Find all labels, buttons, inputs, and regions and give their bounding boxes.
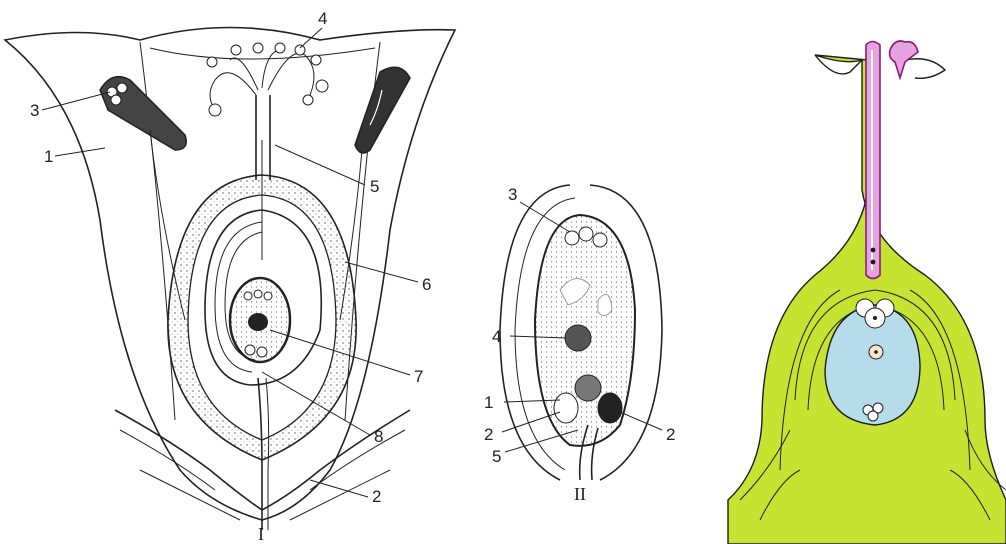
figure-1-label-5: 5 xyxy=(370,177,379,196)
figure-2-panel-label: II xyxy=(574,484,586,504)
figure-1-label-1: 1 xyxy=(44,147,53,166)
figure-2-label-2-left: 2 xyxy=(484,425,493,444)
figure-2-label-2-right: 2 xyxy=(666,425,675,444)
figure-1-label-7: 7 xyxy=(414,367,423,386)
style xyxy=(256,95,270,180)
figure-1-panel-label: I xyxy=(258,524,264,544)
figure-2-label-5: 5 xyxy=(492,447,501,466)
figure-1-label-4: 4 xyxy=(318,9,327,28)
figure-2-label-3: 3 xyxy=(508,185,517,204)
flower-section-drawing: 1 2 3 4 5 6 7 8 I xyxy=(5,9,455,544)
embryo-sac-drawing: 1 2 2 3 4 5 II xyxy=(484,185,675,504)
stigma-with-pollen xyxy=(207,43,328,116)
figure-1-label-3: 3 xyxy=(30,101,39,120)
figure-2-label-4: 4 xyxy=(492,327,501,346)
figure-2-label-1: 1 xyxy=(484,393,493,412)
figure-1-label-2: 2 xyxy=(372,487,381,506)
colored-pistil-drawing xyxy=(728,41,1006,544)
figure-1-label-6: 6 xyxy=(422,275,431,294)
figure-1-label-8: 8 xyxy=(374,427,383,446)
